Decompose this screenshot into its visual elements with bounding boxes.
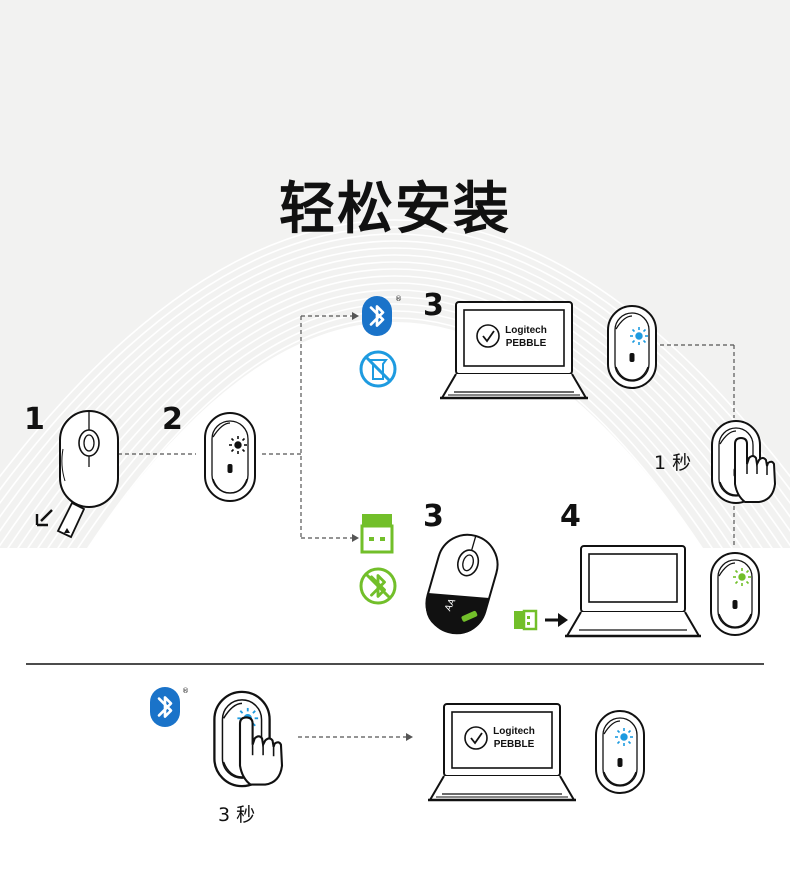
svg-text:®: ® <box>182 687 189 695</box>
timer-1-second: 1 秒 <box>654 452 692 474</box>
step-number-1: 1 <box>24 402 45 437</box>
step-number-4: 4 <box>560 499 581 534</box>
mouse-bottom-usb-green-led <box>710 552 760 636</box>
timer-3-seconds: 3 秒 <box>218 804 256 826</box>
no-bluetooth-icon <box>359 567 397 605</box>
laptop-usb <box>563 544 703 638</box>
screen-logo-line2-repair: PEBBLE <box>494 739 535 750</box>
arrow-right-icon <box>545 613 568 627</box>
step-number-2: 2 <box>162 402 183 437</box>
battery-tab-icon <box>35 501 86 539</box>
screen-logo-line1-repair: Logitech <box>493 726 535 737</box>
connector-arrowheads <box>352 312 413 741</box>
step-number-3-bluetooth: 3 <box>423 288 444 323</box>
laptop-bluetooth-paired <box>438 300 590 400</box>
checkmark-icon-repair <box>464 726 488 750</box>
flow-connectors <box>118 315 735 738</box>
mouse-with-receiver-slot: AA <box>425 533 499 635</box>
laptop-bluetooth-repaired <box>426 702 578 802</box>
screen-logo-line1: Logitech <box>505 325 547 336</box>
no-receiver-icon <box>359 350 397 388</box>
usb-dongle-icon <box>514 609 538 631</box>
bluetooth-icon-repair: ® <box>150 687 189 727</box>
page-title: 轻松安装 <box>279 177 511 242</box>
step-number-3-usb: 3 <box>423 499 444 534</box>
bluetooth-icon: ® <box>362 295 402 336</box>
mouse-bottom-repaired-blue-led <box>595 710 645 794</box>
checkmark-icon <box>476 324 500 348</box>
screen-logo-line2: PEBBLE <box>506 338 547 349</box>
svg-text:®: ® <box>395 295 402 303</box>
usb-receiver-icon <box>360 514 394 554</box>
mouse-bottom-bt-blue-led <box>607 305 657 389</box>
mouse-bottom-step2 <box>204 412 256 502</box>
mouse-top-view <box>59 410 119 508</box>
